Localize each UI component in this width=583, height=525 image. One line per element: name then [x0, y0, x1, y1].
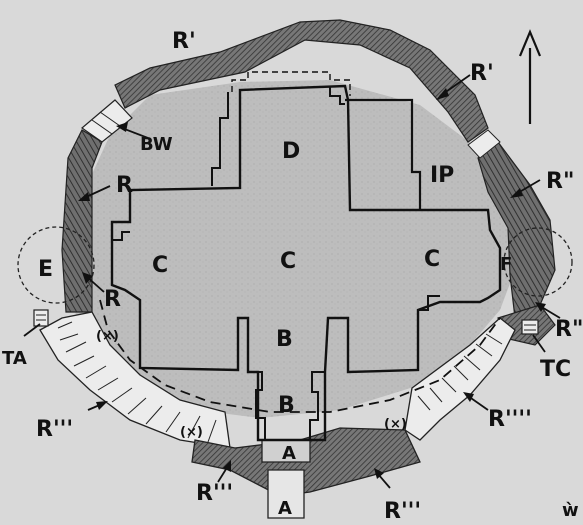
right-transept-inner-wall — [418, 295, 440, 311]
leader-lines — [23, 74, 561, 489]
label-tc: TC — [540, 357, 571, 382]
lower-right-ring-ribs — [417, 333, 503, 411]
label-b-upper: B — [276, 327, 293, 352]
lower-right-ring — [404, 317, 516, 441]
right-wall-gap — [467, 129, 501, 159]
outer-wall-top — [114, 19, 489, 143]
north-arrow-icon — [518, 29, 542, 124]
feature-e-circle — [17, 226, 95, 304]
church-cross-outline — [110, 84, 502, 442]
label-b-lower: B — [278, 393, 295, 418]
label-c-right: C — [424, 247, 440, 272]
label-a-upper: A — [282, 443, 296, 464]
label-ip: IP — [430, 163, 454, 188]
dashed-apse — [231, 71, 351, 96]
label-d: D — [282, 139, 300, 164]
feature-f-circle — [503, 227, 573, 297]
left-wall — [61, 129, 103, 313]
label-r-dbl-top: R" — [546, 169, 574, 194]
label-ta: TA — [2, 348, 27, 369]
label-r-right: R' — [470, 61, 494, 86]
label-r-left: R — [116, 173, 133, 198]
dashed-perimeter — [99, 299, 501, 413]
label-x-bottom: (×) — [180, 425, 203, 440]
label-bw: BW — [140, 134, 173, 155]
label-r4-left: R''' — [36, 417, 73, 442]
label-r-dbl-low: R" — [555, 317, 583, 342]
lower-left-ring — [39, 311, 231, 449]
label-a-lower: A — [278, 498, 292, 519]
label-f: F — [500, 254, 512, 275]
label-r3-bottom-left: R''' — [196, 481, 233, 506]
entrance-a-outer — [267, 469, 305, 519]
lower-left-ring-ribs — [57, 321, 217, 443]
nave-b-left-wall — [248, 371, 266, 440]
nave-b-right-wall — [309, 371, 325, 440]
tc-marker — [521, 319, 539, 335]
ip-divider-wall — [345, 98, 422, 210]
label-r-inner: R — [104, 287, 121, 312]
corner-mark: ẁ — [562, 500, 579, 521]
label-e: E — [38, 257, 53, 282]
label-r4-right: R'''' — [488, 407, 532, 432]
ta-marker — [33, 309, 49, 327]
label-r-top: R' — [172, 29, 196, 54]
label-c-left: C — [152, 253, 168, 278]
interior-floor — [70, 80, 515, 418]
apse-left-step-wall — [211, 92, 229, 186]
label-r3-bottom-right: R''' — [384, 499, 421, 524]
label-x-left: (×) — [96, 329, 119, 344]
label-c-center: C — [280, 249, 296, 274]
left-transept-steps — [112, 231, 130, 241]
label-x-right: (×) — [384, 417, 407, 432]
apse-right-step-wall — [329, 86, 345, 105]
